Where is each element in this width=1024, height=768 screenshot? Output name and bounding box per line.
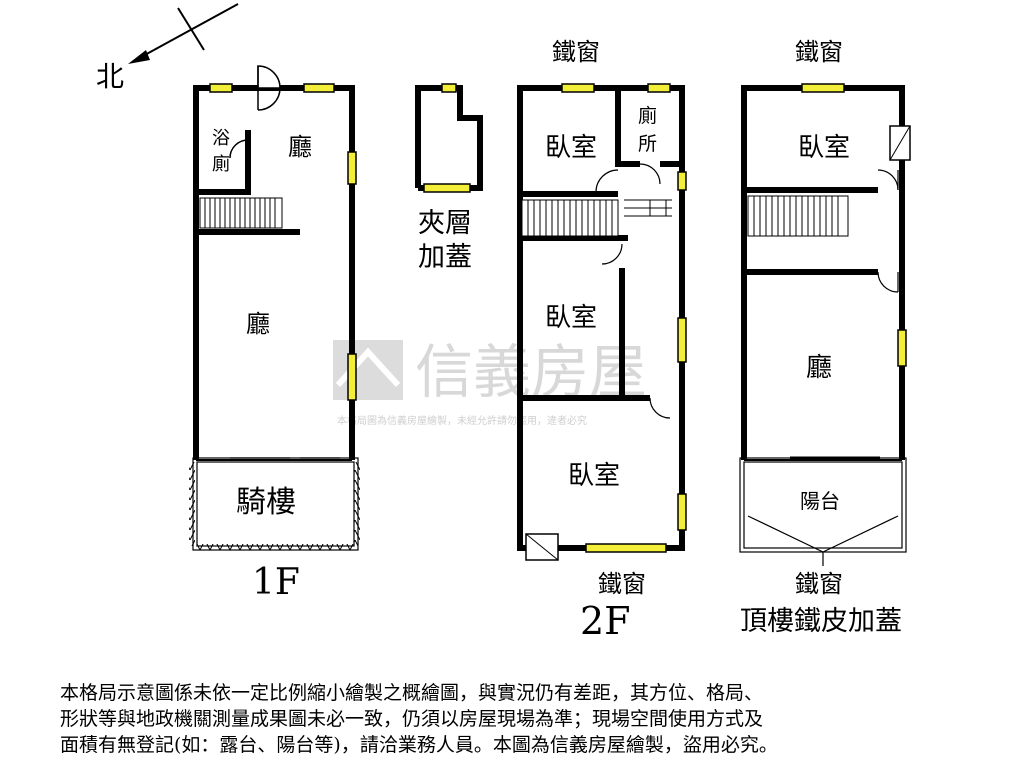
door-arc-icon — [229, 65, 281, 159]
room-1f-bath-line2: 廁 — [212, 153, 230, 175]
north-arrow-icon — [128, 3, 239, 64]
window-label-2f-bottom: 鐵窗 — [598, 570, 646, 598]
brand-logo-icon — [333, 340, 403, 400]
arcade-gate — [189, 457, 360, 551]
window-label-roof-bottom: 鐵窗 — [795, 570, 843, 598]
watermark: 信義房屋 本格局圖為信義房屋繪製，未經允許請勿盜用，違者必究 — [333, 338, 647, 427]
room-2f-toilet-line2: 所 — [638, 133, 657, 155]
room-roof-hall: 廳 — [806, 353, 832, 383]
floor-2f: 鐵窗 — [517, 38, 687, 643]
room-2f-bedroom-3: 臥室 — [568, 461, 620, 491]
floor-roof: 鐵窗 — [739, 38, 911, 637]
disclaimer-line-3: 面積有無登記(如：露台、陽台等)，請洽業務人員。本圖為信義房屋繪製，盜用必究。 — [60, 734, 778, 756]
floor-label-2f: 2F — [580, 599, 631, 643]
watermark-notice: 本格局圖為信義房屋繪製，未經允許請勿盜用，違者必究 — [337, 414, 587, 427]
door-arc-icon — [877, 169, 899, 293]
room-1f-bath-line1: 浴 — [212, 128, 230, 149]
room-1f-arcade: 騎樓 — [236, 485, 296, 520]
stairs-icon — [521, 199, 672, 237]
window-label-2f-top: 鐵窗 — [552, 38, 600, 66]
room-roof-bedroom: 臥室 — [798, 133, 850, 163]
disclaimer-line-2: 形狀等與地政機關測量成果圖未必一致，仍須以房屋現場為準；現場空間使用方式及 — [60, 708, 764, 730]
floor-label-1f: 1F — [252, 562, 300, 603]
room-2f-toilet-line1: 廁 — [638, 104, 657, 127]
room-2f-bedroom-2: 臥室 — [545, 303, 597, 333]
disclaimer: 本格局示意圖係未依一定比例縮小繪製之概繪圖，與實況仍有差距，其方位、格局、 形狀… — [60, 680, 990, 758]
balcony — [739, 456, 907, 566]
disclaimer-line-1: 本格局示意圖係未依一定比例縮小繪製之概繪圖，與實況仍有差距，其方位、格局、 — [60, 682, 764, 704]
stairs-icon — [747, 195, 849, 237]
stairs-icon — [199, 197, 283, 229]
watermark-brand: 信義房屋 — [415, 338, 647, 406]
floor-plan-drawing: 信義房屋 本格局圖為信義房屋繪製，未經允許請勿盜用，違者必究 北 — [96, 3, 911, 643]
mezzanine-label-line1: 夾層 — [418, 208, 472, 239]
room-2f-bedroom-1: 臥室 — [545, 133, 597, 163]
vent-box-icon — [889, 125, 911, 161]
vent-box-icon — [525, 533, 559, 561]
north-label: 北 — [96, 60, 124, 93]
mezzanine: 夾層 加蓋 — [415, 83, 483, 273]
floor-label-roof: 頂樓鐵皮加蓋 — [740, 606, 902, 637]
window-label-roof-top: 鐵窗 — [795, 38, 843, 66]
room-1f-hall-lower: 廳 — [246, 310, 270, 338]
floor-1f: 浴 廁 廳 廳 騎樓 1F — [189, 65, 360, 603]
room-roof-balcony: 陽台 — [800, 489, 840, 513]
mezzanine-label-line2: 加蓋 — [418, 242, 472, 273]
door-arc-icon — [595, 163, 671, 419]
room-1f-hall-upper: 廳 — [288, 133, 312, 161]
